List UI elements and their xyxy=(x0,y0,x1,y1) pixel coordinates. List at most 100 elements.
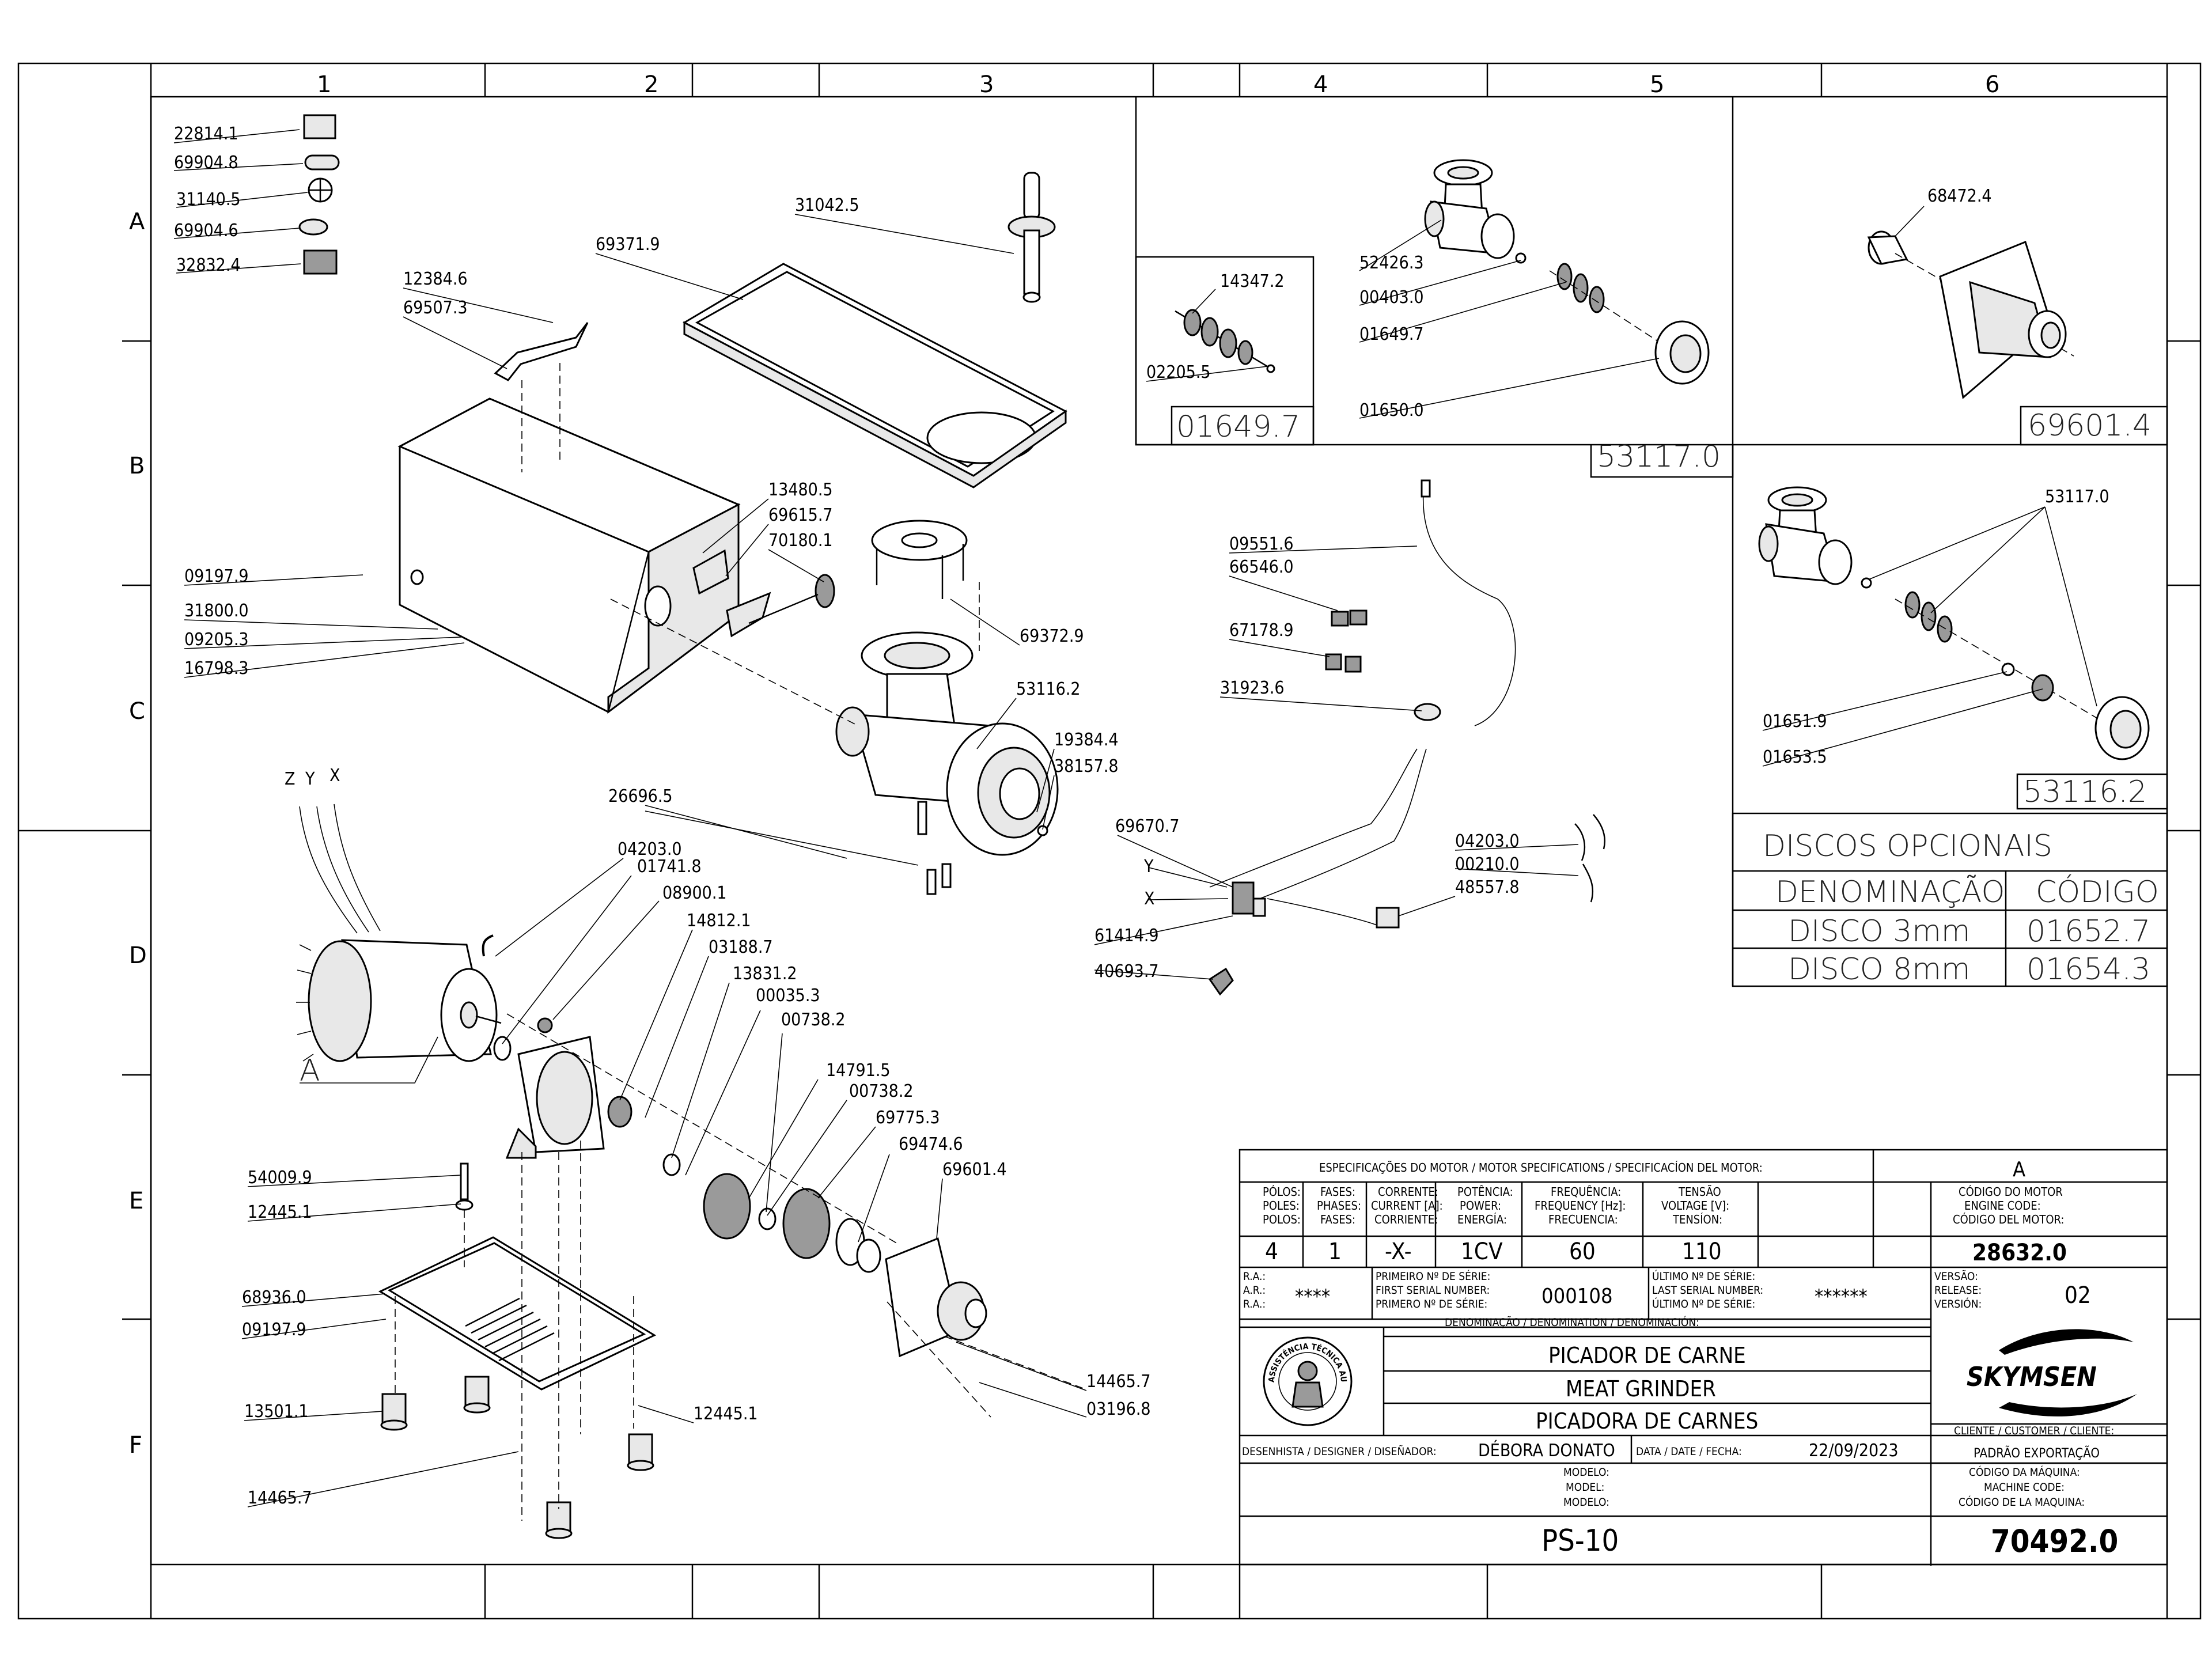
poles-h-1: PÓLOS: xyxy=(1263,1185,1301,1199)
callout-03196-8: 03196.8 xyxy=(1086,1399,1151,1419)
callout-12445-1-b: 12445.1 xyxy=(694,1404,758,1424)
detail-box-53116-2: 53116.2 xyxy=(2023,775,2147,809)
callout-14812-1: 14812.1 xyxy=(687,911,751,931)
callout-16798-3: 16798.3 xyxy=(184,658,249,679)
grinder-head xyxy=(748,574,1059,895)
zone-row-b: B xyxy=(129,453,145,479)
brand-logo: SKYMSEN xyxy=(1967,1329,2137,1416)
title-block: ESPECIFICAÇÕES DO MOTOR / MOTOR SPECIFIC… xyxy=(0,0,2168,1566)
first-serial-h-3: PRIMERO Nº DE SÉRIE: xyxy=(1376,1297,1487,1310)
first-serial-h-1: PRIMEIRO Nº DE SÉRIE: xyxy=(1376,1270,1490,1283)
version-h-3: VERSIÓN: xyxy=(1934,1297,1982,1310)
callout-69775-3: 69775.3 xyxy=(876,1108,940,1128)
ra-value: **** xyxy=(1295,1285,1330,1308)
model-h-1: MODELO: xyxy=(1563,1466,1609,1479)
freq-h-2: FREQUENCY [Hz]: xyxy=(1535,1199,1626,1213)
callout-69615-7: 69615.7 xyxy=(768,505,833,525)
callout-09205-3: 09205.3 xyxy=(184,630,249,650)
callout-40693-7: 40693.7 xyxy=(1094,961,1159,982)
callout-19384-4: 19384.4 xyxy=(1054,730,1119,750)
base-plate xyxy=(378,1162,657,1539)
optional-discs-col-code: CÓDIGO xyxy=(2036,874,2159,910)
callout-69372-9: 69372.9 xyxy=(1020,626,1084,646)
detail-box-53117-0: 53117.0 xyxy=(1597,440,1721,474)
callout-53116-2: 53116.2 xyxy=(1016,679,1081,699)
callout-09551-6: 09551.6 xyxy=(1229,534,1294,554)
callout-67178-9: 67178.9 xyxy=(1229,620,1294,641)
gearbox xyxy=(493,1017,987,1358)
callout-04203-0-main: 04203.0 xyxy=(618,839,682,859)
name-en: MEAT GRINDER xyxy=(1566,1376,1716,1402)
rubber-feet xyxy=(380,1376,654,1539)
client-header: CLIENTE / CUSTOMER / CLIENTE: xyxy=(1954,1425,2114,1437)
freq-h-1: FREQUÊNCIA: xyxy=(1551,1185,1621,1199)
callout-01650-0: 01650.0 xyxy=(1359,400,1424,421)
zone-col-4: 4 xyxy=(1313,71,1328,98)
callout-61414-9: 61414.9 xyxy=(1094,926,1159,946)
callout-32832-4: 32832.4 xyxy=(176,255,241,275)
callout-48557-8: 48557.8 xyxy=(1455,877,1520,897)
zone-col-6: 6 xyxy=(1985,71,1999,98)
callout-69507-3: 69507.3 xyxy=(403,298,468,318)
current-value: -X- xyxy=(1385,1238,1412,1265)
callout-38157-8: 38157.8 xyxy=(1054,756,1119,777)
callout-54009-9: 54009.9 xyxy=(248,1168,312,1188)
callout-00210-0: 00210.0 xyxy=(1455,854,1520,874)
motor-spec-header: ESPECIFICAÇÕES DO MOTOR / MOTOR SPECIFIC… xyxy=(1319,1161,1763,1175)
callout-31042-5: 31042.5 xyxy=(795,195,859,215)
callout-13831-2: 13831.2 xyxy=(733,964,797,984)
callout-26696-5: 26696.5 xyxy=(608,786,673,806)
poles-value: 4 xyxy=(1265,1238,1278,1265)
frequency-value: 60 xyxy=(1569,1238,1596,1265)
callout-69904-8: 69904.8 xyxy=(174,153,238,173)
callout-22814-1: 22814.1 xyxy=(174,124,238,144)
sticker-callouts: 22814.1 69904.8 31140.5 69904.6 32832.4 xyxy=(173,124,308,275)
model-h-2: MODEL: xyxy=(1566,1481,1604,1494)
current-h-1: CORRENTE: xyxy=(1378,1185,1438,1199)
callout-12384-6: 12384.6 xyxy=(403,269,468,289)
motor xyxy=(296,804,502,1062)
connector-67178-9 xyxy=(1325,653,1362,673)
callout-01651-9: 01651.9 xyxy=(1763,711,1827,732)
callout-69601-4-main: 69601.4 xyxy=(942,1160,1007,1180)
phases-h-2: PHASES: xyxy=(1317,1199,1361,1213)
housing-box xyxy=(397,322,771,714)
callout-08900-1: 08900.1 xyxy=(662,883,727,903)
callout-00738-2-b: 00738.2 xyxy=(849,1081,914,1101)
last-serial-h-1: ÚLTIMO Nº DE SÉRIE: xyxy=(1652,1269,1755,1283)
date-header: DATA / DATE / FECHA: xyxy=(1636,1445,1742,1458)
phases-h-3: FASES: xyxy=(1320,1213,1355,1226)
callout-69474-6: 69474.6 xyxy=(899,1134,963,1154)
last-serial-h-3: ÚLTIMO Nº DE SÉRIE: xyxy=(1652,1297,1755,1310)
power-h-1: POTÊNCIA: xyxy=(1457,1185,1513,1199)
zone-row-d: D xyxy=(129,942,147,969)
rear-cover-detail: 68472.4 xyxy=(1867,186,2074,399)
machine-code-h-3: CÓDIGO DE LA MAQUINA: xyxy=(1959,1495,2085,1509)
callout-09197-9-top: 09197.9 xyxy=(184,566,249,586)
optional-discs-table: DISCOS OPCIONAIS DENOMINAÇÃO CÓDIGO DISC… xyxy=(1732,812,2168,987)
assembly-axes xyxy=(395,363,1084,1521)
wire-label-z: Z xyxy=(285,769,296,789)
callout-01741-8: 01741.8 xyxy=(637,857,702,877)
callout-01649-7: 01649.7 xyxy=(1359,324,1424,344)
main-callouts: 12384.6 69507.3 69371.9 31042.5 13480.5 … xyxy=(184,195,1151,1508)
zone-row-e: E xyxy=(129,1188,143,1214)
callout-09197-9-base: 09197.9 xyxy=(242,1320,306,1340)
head-assembly-detail: 52426.3 00403.0 01649.7 01650.0 xyxy=(1359,159,1710,421)
callout-68936-0: 68936.0 xyxy=(242,1287,306,1308)
callout-01653-5: 01653.5 xyxy=(1763,747,1827,767)
machine-code-h-1: CÓDIGO DA MÁQUINA: xyxy=(1969,1465,2080,1479)
poles-h-2: POLES: xyxy=(1263,1199,1300,1213)
phases-value: 1 xyxy=(1328,1238,1342,1265)
callout-31923-6: 31923.6 xyxy=(1220,678,1285,698)
model-value: PS-10 xyxy=(1541,1524,1619,1558)
wire-label-x: X xyxy=(329,766,340,786)
callout-14465-7-cover: 14465.7 xyxy=(1086,1372,1151,1392)
disc-8mm-code: 01654.3 xyxy=(2027,952,2150,987)
current-h-2: CURRENT [A]: xyxy=(1371,1199,1443,1213)
zone-col-2: 2 xyxy=(644,71,658,98)
callout-69904-6: 69904.6 xyxy=(174,221,238,241)
zone-col-5: 5 xyxy=(1650,71,1664,98)
first-serial-value: 000108 xyxy=(1541,1285,1613,1308)
